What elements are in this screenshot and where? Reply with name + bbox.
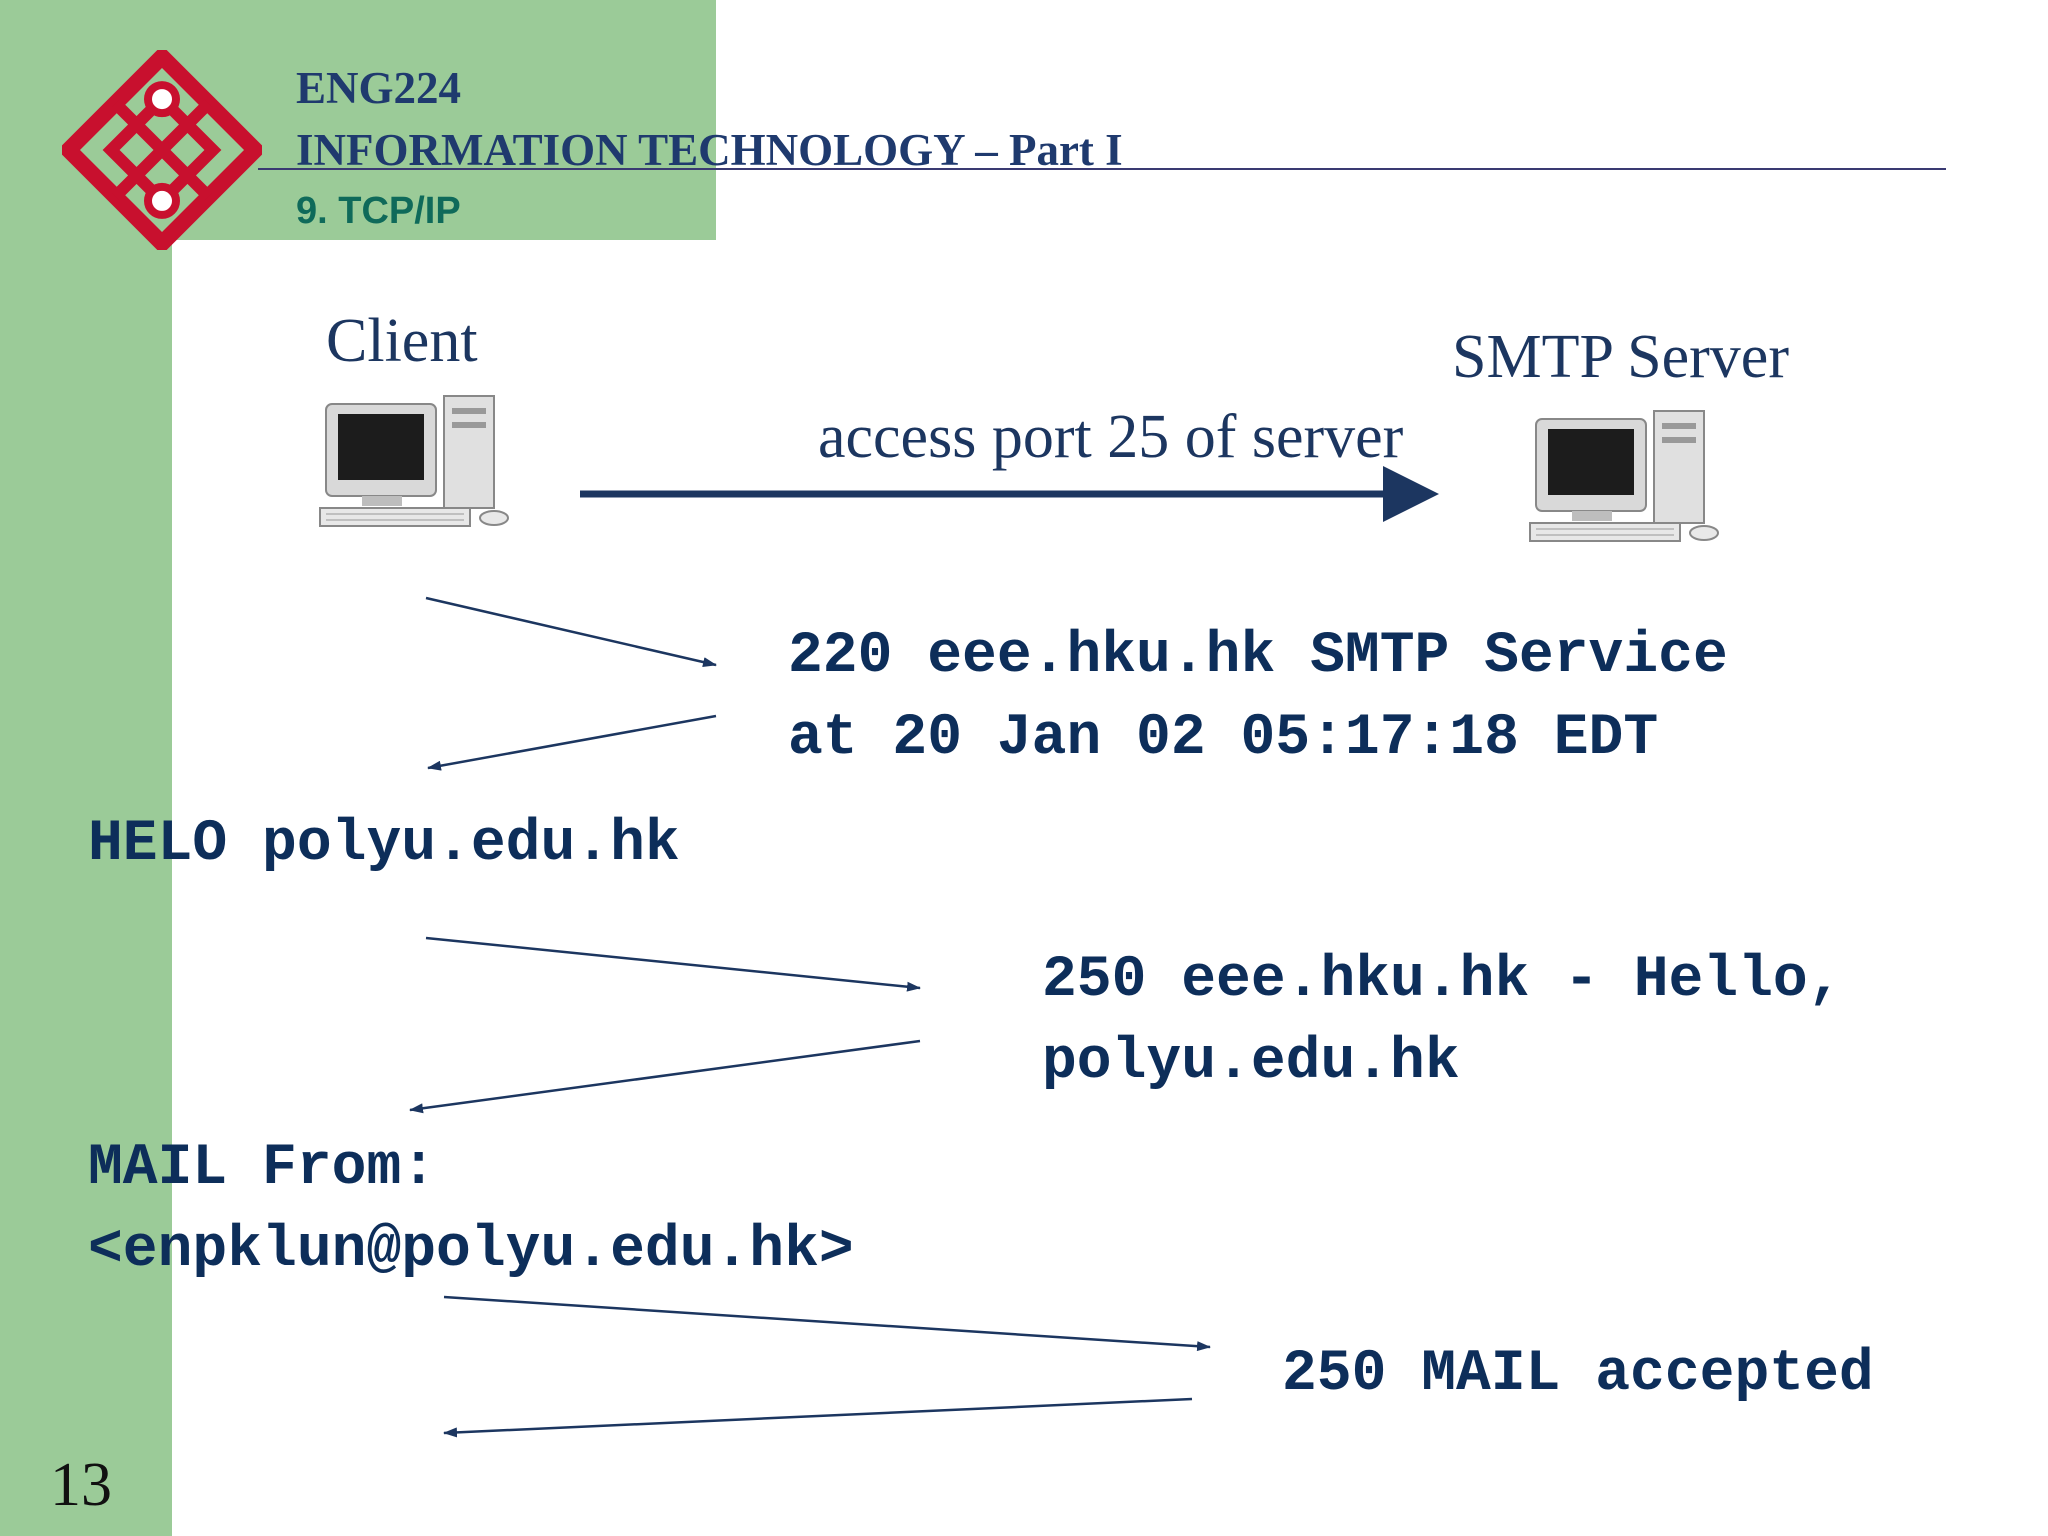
arrow-server-to-client-1 xyxy=(427,714,717,771)
message-line: <enpklun@polyu.edu.hk> xyxy=(88,1218,854,1283)
arrow-client-to-server-1 xyxy=(425,596,717,667)
course-name: INFORMATION TECHNOLOGY – Part I xyxy=(296,125,1123,175)
arrow-client-to-server-3 xyxy=(443,1295,1211,1352)
message-line: 250 eee.hku.hk - Hello, xyxy=(1042,948,1843,1013)
section-title: 9. TCP/IP xyxy=(296,190,461,232)
server-computer-icon xyxy=(1529,410,1719,542)
message-line: 250 MAIL accepted xyxy=(1282,1342,1874,1407)
connection-label: access port 25 of server xyxy=(818,403,1404,471)
client-message-helo: HELO polyu.edu.hk xyxy=(88,804,680,886)
client-label: Client xyxy=(326,307,478,375)
header-rule xyxy=(258,168,1946,170)
page-number: 13 xyxy=(50,1451,112,1519)
server-message-250-hello: 250 eee.hku.hk - Hello, polyu.edu.hk xyxy=(1042,940,1843,1104)
course-code: ENG224 xyxy=(296,63,462,113)
message-line: at 20 Jan 02 05:17:18 EDT xyxy=(788,706,1659,771)
arrow-server-to-client-2 xyxy=(409,1039,921,1114)
sidebar-green-band xyxy=(0,0,172,1536)
arrow-server-to-client-3 xyxy=(443,1397,1193,1438)
server-message-250-accepted: 250 MAIL accepted xyxy=(1282,1334,1874,1416)
client-computer-icon xyxy=(319,395,509,527)
message-line: HELO polyu.edu.hk xyxy=(88,812,680,877)
message-line: 220 eee.hku.hk SMTP Service xyxy=(788,624,1728,689)
server-message-220: 220 eee.hku.hk SMTP Service at 20 Jan 02 … xyxy=(788,616,1728,780)
client-message-mail-from: MAIL From: <enpklun@polyu.edu.hk> xyxy=(88,1128,854,1292)
server-label: SMTP Server xyxy=(1452,323,1789,391)
message-line: polyu.edu.hk xyxy=(1042,1030,1460,1095)
message-line: MAIL From: xyxy=(88,1136,437,1201)
university-logo-icon xyxy=(62,50,262,250)
arrow-client-to-server-2 xyxy=(425,936,921,992)
